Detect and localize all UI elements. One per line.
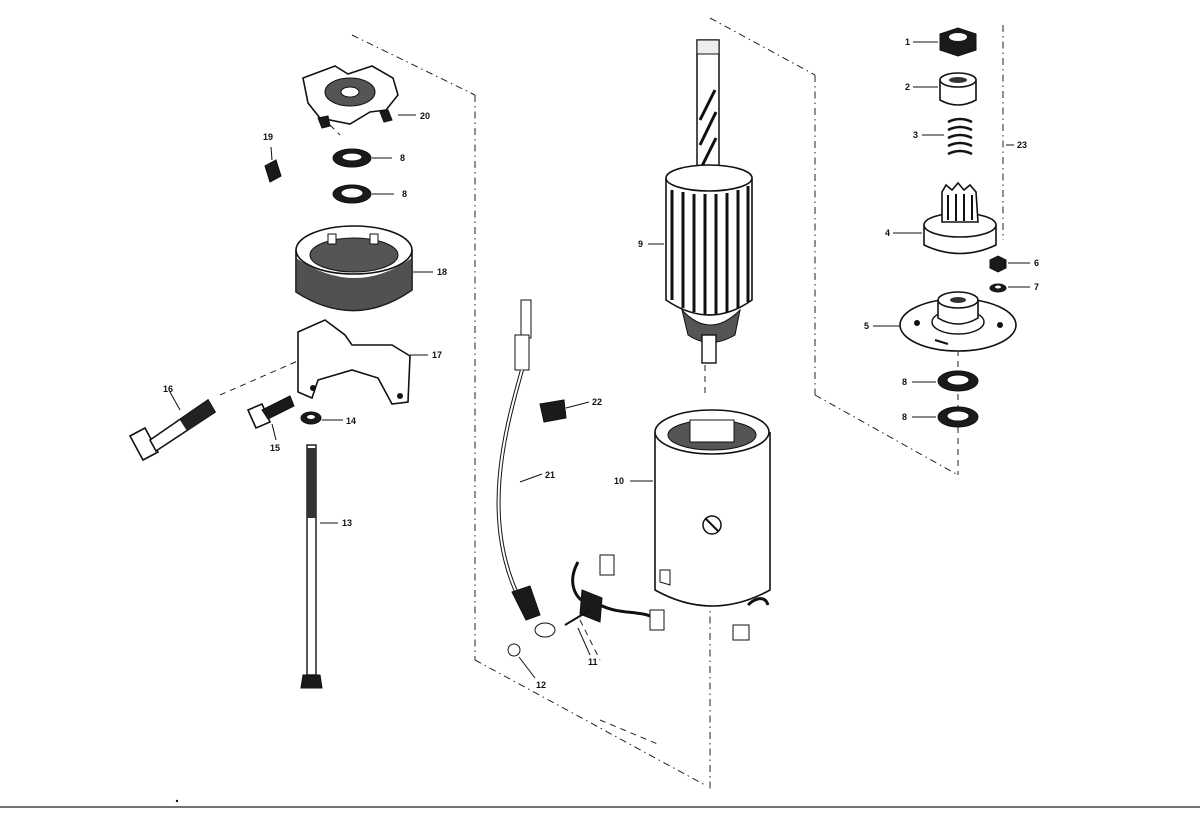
callout-5: 5 bbox=[864, 321, 869, 331]
callout-21: 21 bbox=[545, 470, 555, 480]
callout-19: 19 bbox=[263, 132, 273, 142]
callout-8-lower-right: 8 bbox=[902, 412, 907, 422]
callout-15: 15 bbox=[270, 443, 280, 453]
callout-20: 20 bbox=[420, 111, 430, 121]
washer-part-7 bbox=[989, 283, 1007, 293]
through-bolt-part-13 bbox=[300, 444, 323, 689]
callout-10: 10 bbox=[614, 476, 624, 486]
armature-part-9 bbox=[665, 39, 753, 364]
callout-13: 13 bbox=[342, 518, 352, 528]
assembly-boundaries bbox=[219, 17, 1004, 790]
callout-12: 12 bbox=[536, 680, 546, 690]
callout-22: 22 bbox=[592, 397, 602, 407]
dot-mark bbox=[175, 799, 179, 803]
cable-part-21 bbox=[496, 299, 556, 638]
callout-8-upper-left: 8 bbox=[400, 153, 405, 163]
bracket-part-17 bbox=[297, 319, 411, 405]
sleeve-part-2 bbox=[939, 72, 977, 106]
end-plate-part-5 bbox=[899, 291, 1017, 352]
frame-housing-part-10 bbox=[654, 409, 771, 641]
spring-part-3 bbox=[947, 117, 973, 156]
callout-2: 2 bbox=[905, 82, 910, 92]
callout-17: 17 bbox=[432, 350, 442, 360]
callout-11: 11 bbox=[588, 657, 598, 667]
brush-plate-part-20 bbox=[302, 65, 399, 129]
callout-3: 3 bbox=[913, 130, 918, 140]
lockwasher-part-14 bbox=[300, 411, 322, 425]
callout-16: 16 bbox=[163, 384, 173, 394]
pinion-part-4 bbox=[923, 181, 997, 255]
callout-23: 23 bbox=[1017, 140, 1027, 150]
callout-9: 9 bbox=[638, 239, 643, 249]
setscrew-part-19 bbox=[264, 159, 282, 183]
callout-7: 7 bbox=[1034, 282, 1039, 292]
washer-part-8-lower-right bbox=[937, 406, 979, 428]
callout-6: 6 bbox=[1034, 258, 1039, 268]
bolt-part-15 bbox=[246, 395, 295, 430]
callout-18: 18 bbox=[437, 267, 447, 277]
callout-1: 1 bbox=[905, 37, 910, 47]
nut-part-12 bbox=[507, 643, 521, 657]
nut-part-6 bbox=[989, 255, 1007, 273]
bolt-part-16 bbox=[128, 398, 217, 462]
field-ring-part-18 bbox=[295, 225, 413, 312]
washer-part-8-lower-left bbox=[332, 184, 372, 204]
clip-part-22 bbox=[539, 399, 567, 423]
callout-8-upper-right: 8 bbox=[902, 377, 907, 387]
callout-labels: 1 2 3 4 5 6 7 8 8 8 8 9 10 11 12 13 14 1… bbox=[163, 37, 1039, 690]
nut-part-1 bbox=[939, 27, 977, 57]
leader-lines bbox=[169, 41, 1030, 679]
callout-8-lower-left: 8 bbox=[402, 189, 407, 199]
brush-assembly-part-11 bbox=[564, 554, 665, 631]
callout-14: 14 bbox=[346, 416, 356, 426]
washer-part-8-upper-right bbox=[937, 370, 979, 392]
callout-4: 4 bbox=[885, 228, 890, 238]
washer-part-8-upper-left bbox=[332, 148, 372, 168]
